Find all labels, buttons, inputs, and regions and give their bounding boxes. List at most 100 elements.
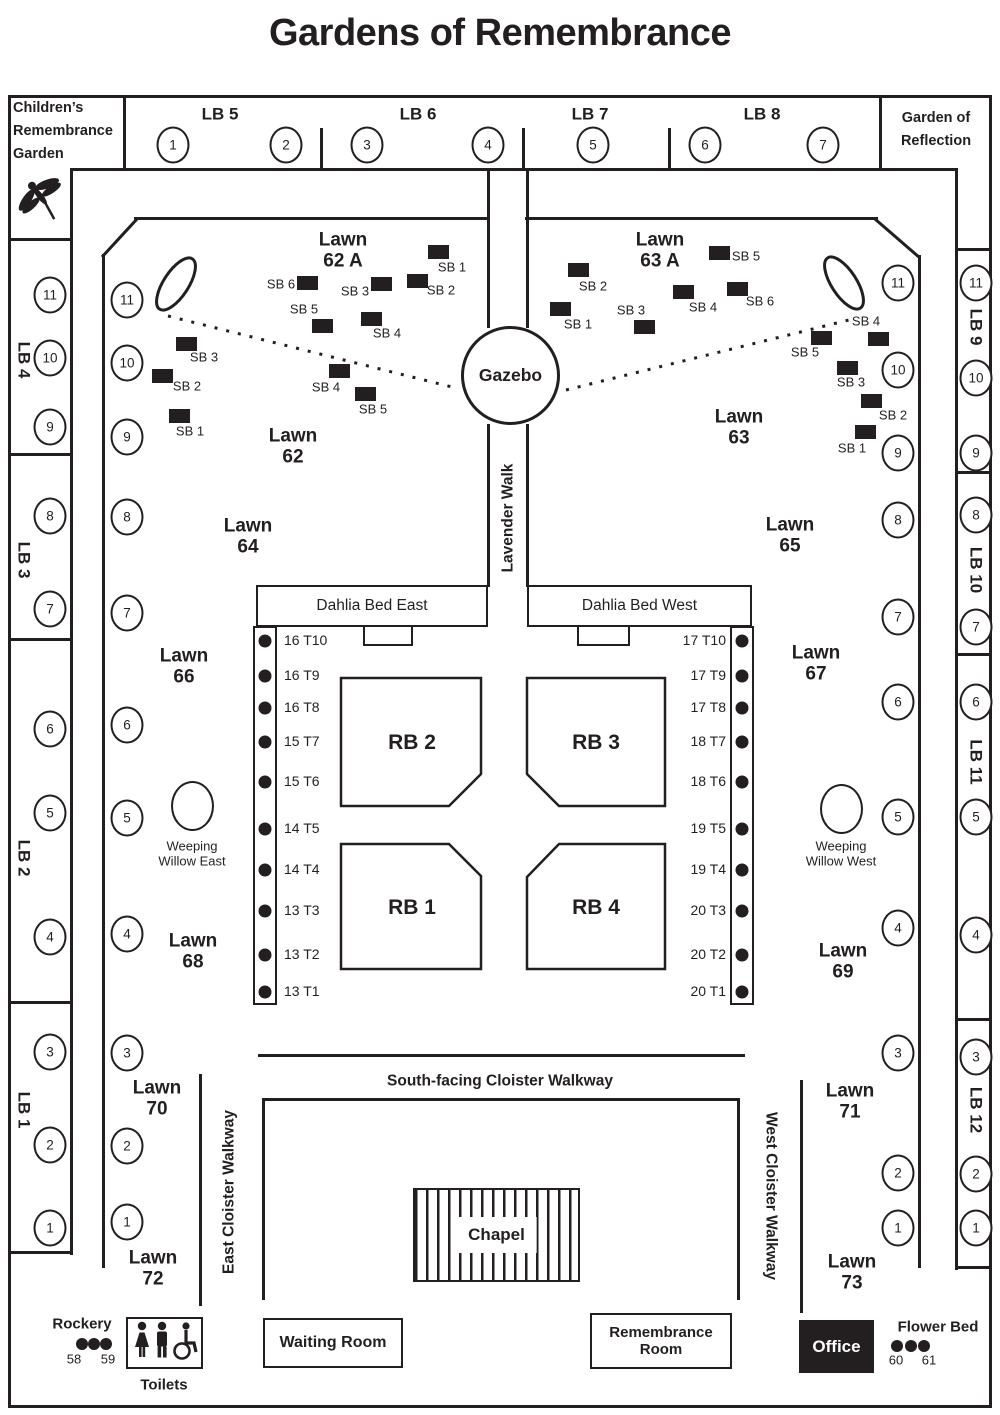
tree-row-label: 17 T9 — [690, 667, 726, 684]
top-plot-circle-7: 7 — [806, 126, 840, 164]
tree-dot — [258, 904, 272, 918]
lb-section-label-lb3: LB 3 — [14, 541, 34, 579]
remembrance-room-label-line1: Remembrance — [609, 1324, 713, 1341]
inner-left-plot-circle-7: 7 — [110, 594, 144, 632]
sb-marker-lawn-63a — [634, 320, 655, 334]
lb-section-label-lb12: LB 12 — [966, 1086, 986, 1134]
south-walkway-label: South-facing Cloister Walkway — [387, 1072, 613, 1090]
flower-bed-dot — [891, 1340, 903, 1352]
sb-marker-lawn-62-west — [169, 409, 190, 423]
flower-bed-label: Flower Bed — [897, 1318, 979, 1336]
remembrance-room: Remembrance Room — [590, 1313, 732, 1369]
sb-marker-lawn-63 — [868, 332, 889, 346]
tree-row-label: 14 T4 — [284, 861, 320, 878]
sb-marker-label: SB 1 — [837, 440, 867, 456]
tree-row-label: 17 T8 — [690, 699, 726, 716]
willow-east-label-line2: Willow East — [158, 853, 226, 869]
sb-marker-label: SB 3 — [836, 374, 866, 390]
left-outer-plot-circle-4: 4 — [33, 918, 67, 956]
rockery-dot — [76, 1338, 88, 1350]
sb-marker-lawn-62a — [297, 276, 318, 290]
children-garden-label-line3: Garden — [13, 145, 64, 162]
lavender-walk-label: Lavender Walk — [499, 463, 517, 573]
flower-bed-num-60: 60 — [888, 1352, 904, 1368]
willow-west-label-line1: Weeping — [815, 838, 867, 854]
map-wall — [526, 170, 529, 328]
left-outer-plot-circle-1: 1 — [33, 1209, 67, 1247]
tree-row-label: 20 T2 — [690, 946, 726, 963]
rock-feature-west — [155, 256, 197, 312]
lb-section-label-lb4: LB 4 — [14, 341, 34, 379]
gazebo-label: Gazebo — [478, 365, 543, 385]
remembrance-room-label-line2: Room — [639, 1341, 683, 1358]
sb-marker-lawn-62a — [361, 312, 382, 326]
tree-dot — [735, 948, 749, 962]
sb-marker-lawn-62a — [371, 277, 392, 291]
tree-dot — [735, 735, 749, 749]
lb-section-label-lb1: LB 1 — [14, 1091, 34, 1129]
rockery-num-58: 58 — [66, 1351, 82, 1367]
tree-row-label: 15 T7 — [284, 733, 320, 750]
left-outer-plot-circle-3: 3 — [33, 1033, 67, 1071]
left-outer-plot-circle-7: 7 — [33, 590, 67, 628]
tree-dot — [735, 863, 749, 877]
inner-right-plot-circle-2: 2 — [881, 1154, 915, 1192]
rock-feature-east — [823, 255, 865, 311]
map-wall — [918, 255, 921, 1268]
inner-left-plot-circle-4: 4 — [110, 915, 144, 953]
dahlia-west-notch — [577, 627, 630, 646]
tree-row-label: 13 T1 — [284, 983, 320, 1000]
dahlia-bed-west-label: Dahlia Bed West — [581, 597, 698, 614]
tree-row-label: 13 T2 — [284, 946, 320, 963]
tree-dot — [258, 822, 272, 836]
lb-section-label-lb10: LB 10 — [966, 546, 986, 594]
sb-marker-lawn-63 — [837, 361, 858, 375]
toilets-icons — [135, 1321, 198, 1360]
sb-marker-lawn-62a — [428, 245, 449, 259]
top-band-divider — [522, 128, 525, 170]
waiting-room: Waiting Room — [263, 1318, 403, 1368]
toilets-label: Toilets — [140, 1376, 188, 1394]
right-outer-plot-circle-2: 2 — [959, 1155, 993, 1193]
right-outer-plot-circle-8: 8 — [959, 496, 993, 534]
left-outer-plot-circle-11: 11 — [33, 276, 67, 314]
left-outer-plot-circle-9: 9 — [33, 408, 67, 446]
map-wall — [737, 1098, 740, 1300]
sb-marker-lawn-62a — [407, 274, 428, 288]
sb-marker-lawn-63a — [550, 302, 571, 316]
map-wall — [800, 1080, 803, 1313]
dahlia-bed-east-label: Dahlia Bed East — [316, 597, 428, 614]
sb-marker-lawn-63a — [709, 246, 730, 260]
sb-marker-label: SB 2 — [878, 407, 908, 423]
map-wall — [72, 168, 957, 171]
sb-marker-lawn-63a — [727, 282, 748, 296]
tree-row-label: 20 T3 — [690, 902, 726, 919]
inner-right-plot-circle-4: 4 — [881, 909, 915, 947]
dahlia-bed-west: Dahlia Bed West — [527, 585, 752, 627]
map-outer-border — [8, 95, 992, 1408]
lb-section-label-lb6: LB 6 — [399, 104, 437, 124]
flower-bed-num-61: 61 — [921, 1352, 937, 1368]
tree-dot — [258, 863, 272, 877]
right-outer-plot-circle-5: 5 — [959, 798, 993, 836]
right-outer-plot-circle-7: 7 — [959, 608, 993, 646]
left-outer-plot-circle-8: 8 — [33, 497, 67, 535]
sb-marker-lawn-62 — [329, 364, 350, 378]
map-wall — [955, 471, 992, 474]
sb-marker-lawn-63 — [811, 331, 832, 345]
map-wall — [955, 653, 992, 656]
tree-row-label: 17 T10 — [682, 632, 726, 649]
sb-marker-label: SB 4 — [372, 325, 402, 341]
wheelchair-icon — [173, 1322, 198, 1360]
rose-bed-rb3-shape — [525, 676, 667, 808]
map-wall — [70, 168, 73, 1255]
tree-dot — [735, 822, 749, 836]
sight-line-west — [167, 314, 457, 390]
sb-marker-lawn-63a — [673, 285, 694, 299]
tree-row-label: 14 T5 — [284, 820, 320, 837]
